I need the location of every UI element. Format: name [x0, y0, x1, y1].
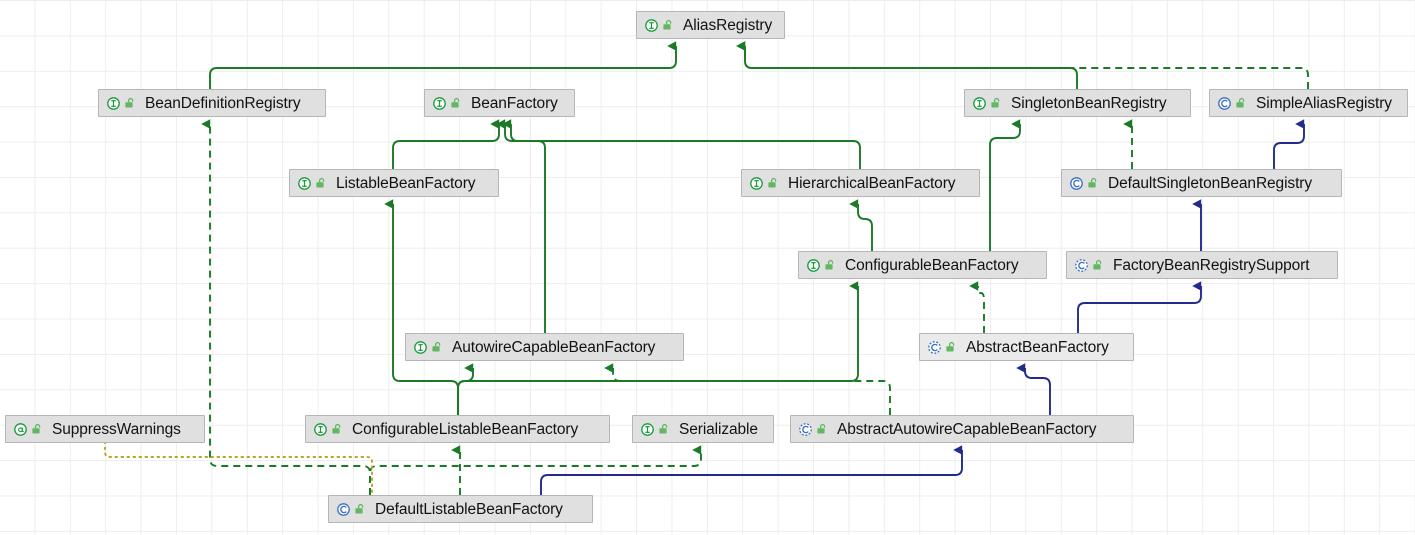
edge-configurablebeanfactory-singletonbeanregistry: [989, 119, 1021, 251]
public-lock-icon: [1087, 177, 1099, 190]
node-label: AliasRegistry: [683, 16, 773, 34]
node-label: HierarchicalBeanFactory: [788, 174, 956, 192]
edge-abstractbeanfactory-factorybeanregistrysupport: [1077, 281, 1202, 333]
interface-icon: [313, 422, 328, 437]
edge-listablebeanfactory-beanfactory: [392, 119, 500, 169]
node-label: AbstractBeanFactory: [966, 338, 1109, 356]
node-label: BeanFactory: [471, 94, 558, 112]
node-singletonbeanregistry[interactable]: SingletonBeanRegistry: [964, 89, 1191, 117]
node-abstractbeanfactory[interactable]: AbstractBeanFactory: [919, 333, 1134, 361]
public-lock-icon: [31, 423, 43, 436]
node-configurablelistablebeanfactory[interactable]: ConfigurableListableBeanFactory: [305, 415, 610, 443]
node-label: DefaultSingletonBeanRegistry: [1108, 174, 1312, 192]
public-lock-icon: [1092, 259, 1104, 272]
node-label: SimpleAliasRegistry: [1256, 94, 1392, 112]
abstract-class-icon: [1074, 258, 1089, 273]
edge-autowirecapablebeanfactory-beanfactory: [502, 119, 546, 333]
node-label: Serializable: [679, 420, 758, 438]
edge-configurablelistablebeanfactory-listablebeanfactory: [384, 199, 459, 415]
interface-icon: [749, 176, 764, 191]
public-lock-icon: [767, 177, 779, 190]
node-aliasregistry[interactable]: AliasRegistry: [636, 11, 785, 39]
edge-defaultsingletonbeanregistry-simplealiasregistry: [1273, 119, 1305, 169]
edge-beandefinitionregistry-aliasregistry: [209, 41, 677, 89]
node-beanfactory[interactable]: BeanFactory: [424, 89, 575, 117]
node-autowirecapablebeanfactory[interactable]: AutowireCapableBeanFactory: [405, 333, 684, 361]
node-label: AutowireCapableBeanFactory: [452, 338, 656, 356]
abstract-class-icon: [798, 422, 813, 437]
edge-configurablebeanfactory-hierarchicalbeanfactory: [849, 199, 873, 251]
interface-icon: [806, 258, 821, 273]
edge-defaultlistablebeanfactory-abstractautowirecapablebeanfactory: [540, 445, 963, 495]
interface-icon: [106, 96, 121, 111]
interface-icon: [297, 176, 312, 191]
interface-icon: [640, 422, 655, 437]
node-serializable[interactable]: Serializable: [632, 415, 774, 443]
public-lock-icon: [658, 423, 670, 436]
public-lock-icon: [315, 177, 327, 190]
class-icon: [1069, 176, 1084, 191]
interface-icon: [413, 340, 428, 355]
node-label: FactoryBeanRegistrySupport: [1113, 256, 1310, 274]
node-configurablebeanfactory[interactable]: ConfigurableBeanFactory: [798, 251, 1047, 279]
node-listablebeanfactory[interactable]: ListableBeanFactory: [289, 169, 499, 197]
edge-defaultlistablebeanfactory-suppresswarnings: [104, 442, 373, 493]
node-defaultlistablebeanfactory[interactable]: DefaultListableBeanFactory: [328, 495, 593, 523]
public-lock-icon: [990, 97, 1002, 110]
interface-icon: [972, 96, 987, 111]
node-label: AbstractAutowireCapableBeanFactory: [837, 420, 1097, 438]
edge-abstractautowirecapablebeanfactory-autowirecapablebeanfactory: [604, 363, 891, 415]
public-lock-icon: [450, 97, 462, 110]
node-suppresswarnings[interactable]: SuppressWarnings: [5, 415, 205, 443]
node-label: ConfigurableListableBeanFactory: [352, 420, 579, 438]
class-icon: [336, 502, 351, 517]
public-lock-icon: [431, 341, 443, 354]
node-factorybeanregistrysupport[interactable]: FactoryBeanRegistrySupport: [1066, 251, 1338, 279]
edge-configurablelistablebeanfactory-autowirecapablebeanfactory: [457, 363, 474, 415]
edge-configurablelistablebeanfactory-configurablebeanfactory: [457, 281, 859, 415]
interface-icon: [432, 96, 447, 111]
public-lock-icon: [124, 97, 136, 110]
public-lock-icon: [662, 19, 674, 32]
public-lock-icon: [354, 503, 366, 516]
abstract-class-icon: [927, 340, 942, 355]
public-lock-icon: [1235, 97, 1247, 110]
edge-abstractbeanfactory-configurablebeanfactory: [969, 281, 985, 333]
node-label: SuppressWarnings: [52, 420, 181, 438]
public-lock-icon: [816, 423, 828, 436]
node-defaultsingletonbeanregistry[interactable]: DefaultSingletonBeanRegistry: [1061, 169, 1342, 197]
annotation-icon: [13, 422, 28, 437]
node-label: ConfigurableBeanFactory: [845, 256, 1019, 274]
public-lock-icon: [331, 423, 343, 436]
edge-defaultlistablebeanfactory-serializable: [369, 445, 702, 495]
public-lock-icon: [945, 341, 957, 354]
edge-hierarchicalbeanfactory-beanfactory: [496, 119, 861, 169]
node-hierarchicalbeanfactory[interactable]: HierarchicalBeanFactory: [741, 169, 980, 197]
node-abstractautowirecapablebeanfactory[interactable]: AbstractAutowireCapableBeanFactory: [790, 415, 1134, 443]
node-label: DefaultListableBeanFactory: [375, 500, 563, 518]
edge-simplealiasregistry-aliasregistry: [736, 41, 1309, 89]
node-simplealiasregistry[interactable]: SimpleAliasRegistry: [1209, 89, 1408, 117]
class-icon: [1217, 96, 1232, 111]
edge-abstractautowirecapablebeanfactory-abstractbeanfactory: [1016, 363, 1051, 415]
node-label: ListableBeanFactory: [336, 174, 476, 192]
interface-icon: [644, 18, 659, 33]
public-lock-icon: [824, 259, 836, 272]
node-label: SingletonBeanRegistry: [1011, 94, 1167, 112]
node-label: BeanDefinitionRegistry: [145, 94, 301, 112]
node-beandefinitionregistry[interactable]: BeanDefinitionRegistry: [98, 89, 326, 117]
